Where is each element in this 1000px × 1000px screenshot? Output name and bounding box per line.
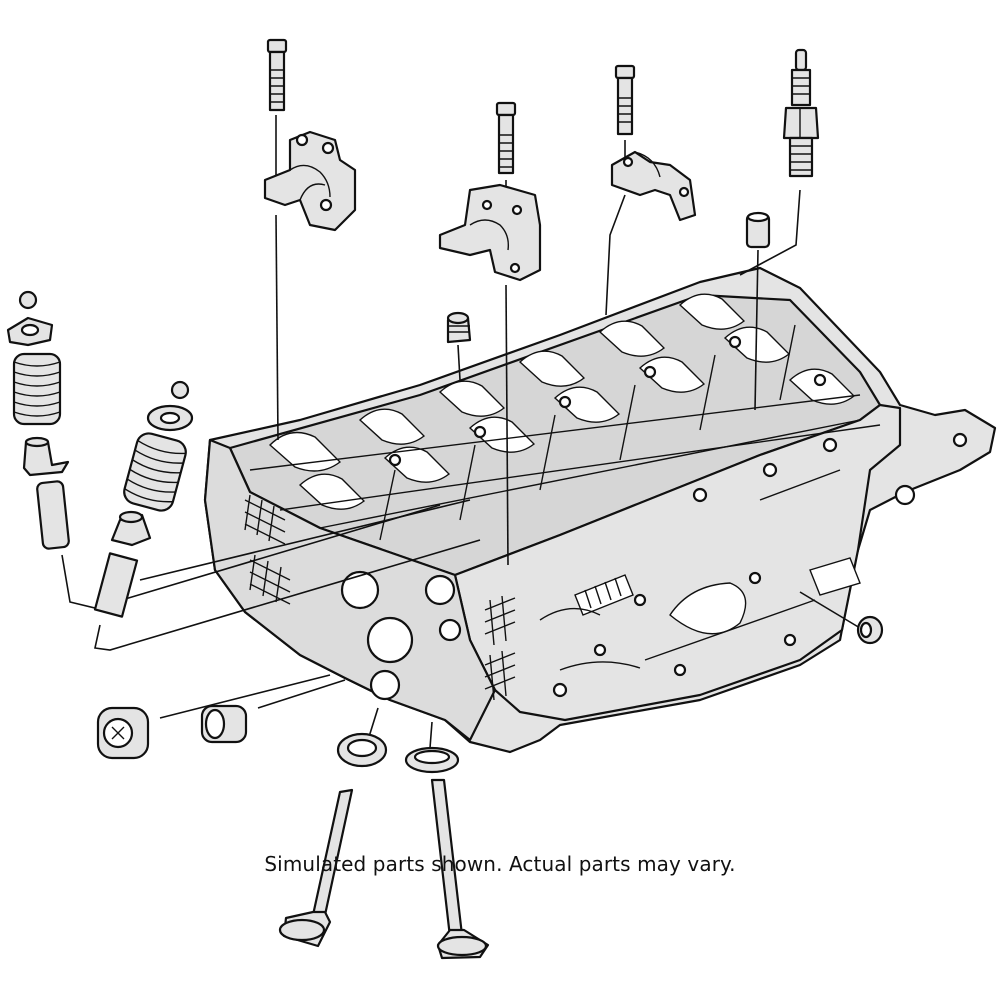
cylinder-head	[203, 266, 997, 754]
spark-plug	[782, 48, 820, 178]
cap-bolt	[495, 101, 517, 175]
expansion-plug	[200, 704, 248, 744]
valve-guide	[93, 552, 139, 618]
cap-bolt	[266, 38, 288, 112]
valve-spring	[123, 432, 187, 512]
camshaft-bearing-cap	[438, 183, 542, 282]
camshaft-bearing-cap	[263, 130, 357, 232]
valve-stem-seal	[110, 510, 152, 547]
valve-seat-ring	[404, 746, 460, 774]
leader-lines	[61, 115, 861, 749]
cap-bolt	[614, 64, 636, 136]
expansion-plug	[96, 706, 150, 760]
valve-keeper	[18, 290, 38, 310]
hydraulic-lifter	[745, 211, 771, 249]
valve-stem-seal	[22, 436, 70, 477]
disclaimer-caption: Simulated parts shown. Actual parts may …	[264, 852, 736, 876]
camshaft-bearing-cap	[610, 150, 697, 222]
valve-seat-ring	[336, 732, 388, 768]
intake-valve	[278, 788, 354, 948]
exhaust-valve	[430, 778, 490, 960]
valve-guide	[36, 480, 70, 550]
spring-retainer	[146, 404, 194, 432]
valve-keeper	[170, 380, 190, 400]
valve-spring	[12, 352, 62, 426]
spring-retainer	[6, 316, 54, 347]
expansion-plug	[856, 615, 884, 645]
cam-plug	[446, 311, 472, 344]
